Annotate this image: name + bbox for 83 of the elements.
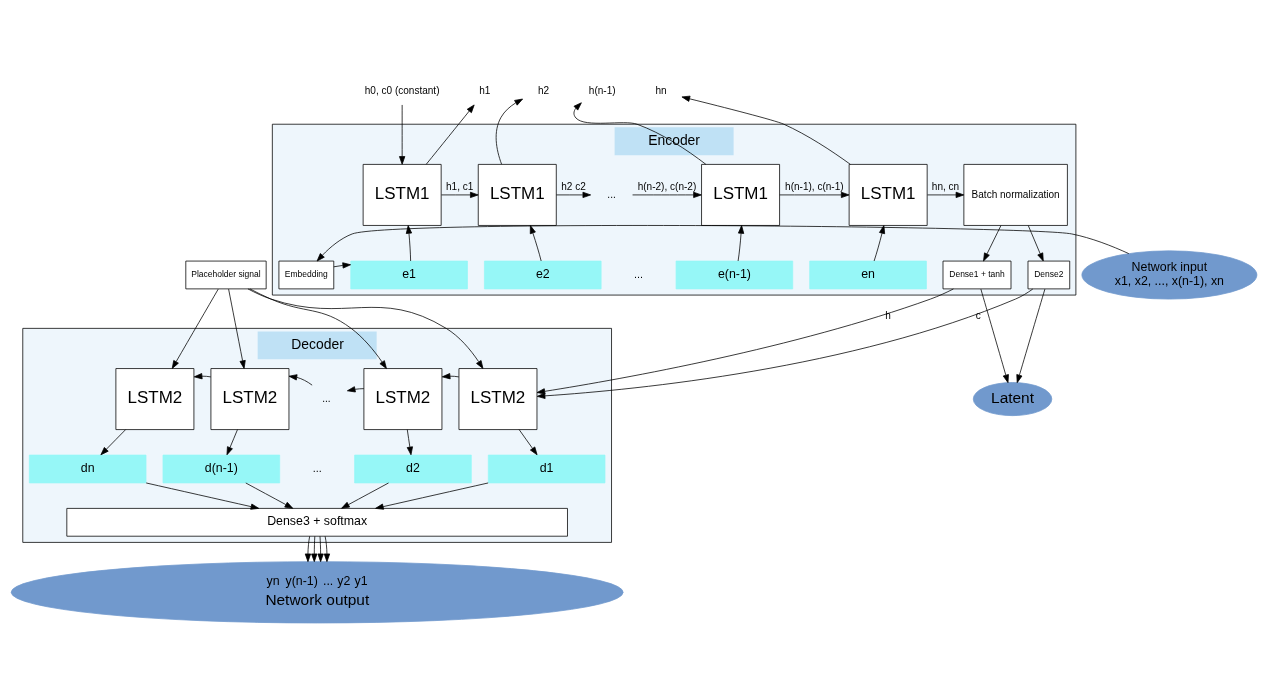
label: ... <box>312 461 322 474</box>
arrow <box>536 288 954 395</box>
edge-label: h <box>885 310 891 322</box>
arrow <box>145 482 260 510</box>
arrow <box>311 535 318 563</box>
edge-label: h1, c1 <box>446 180 474 192</box>
arrow <box>375 482 489 510</box>
node-text: h0, c0 (constant) <box>364 84 440 96</box>
edge-label: h(n-1), c(n-1) <box>785 180 844 192</box>
node-box: e(n-1) <box>675 260 794 290</box>
arrow <box>193 373 212 380</box>
arrow <box>1027 225 1044 262</box>
node-text: h2 <box>537 84 550 96</box>
arrow <box>425 104 475 165</box>
arrow <box>983 225 1002 262</box>
arrow <box>927 191 965 198</box>
arrow <box>536 288 1034 399</box>
arrow <box>518 429 538 456</box>
node-text: h1 <box>479 84 491 96</box>
arrow <box>245 482 294 509</box>
node-text: hn <box>655 84 667 96</box>
edge-label: h2 c2 <box>561 180 586 192</box>
node-text: ... <box>322 392 331 404</box>
node-ellipse: Latent <box>972 382 1053 416</box>
node-box: LSTM1 <box>362 164 442 226</box>
node-box: LSTM2 <box>458 368 538 430</box>
arrow <box>226 429 238 456</box>
node-box: d1 <box>487 454 606 484</box>
node-box: d2 <box>354 454 472 484</box>
edge-label: hn, cn <box>931 180 960 192</box>
arrow <box>249 288 387 369</box>
node-ellipse: Network input x1, x2, ..., x(n-1), xn <box>1081 250 1258 300</box>
arrow <box>737 225 745 262</box>
arrow <box>346 386 365 393</box>
arrow <box>304 535 311 563</box>
arrow <box>333 262 351 269</box>
arrow <box>228 288 246 369</box>
edge-label: c <box>975 310 981 322</box>
arrow <box>323 535 331 563</box>
arrow <box>779 191 850 198</box>
node-text: ... <box>607 188 616 200</box>
edge-label: h(n-2), c(n-2) <box>637 180 697 192</box>
arrow <box>1016 288 1046 384</box>
arrow <box>573 102 707 165</box>
arrow <box>873 225 886 262</box>
node-ellipse: yn y(n-1) ... y2 y1 Network output <box>10 561 624 624</box>
arrow <box>441 191 479 198</box>
node-text: h(n-1) <box>588 84 616 96</box>
node-box: LSTM2 <box>115 368 195 430</box>
arrow <box>341 482 389 509</box>
node-box: LSTM1 <box>848 164 928 226</box>
arrow <box>405 225 413 262</box>
arrow <box>495 98 523 165</box>
node-box: Embedding <box>278 260 335 290</box>
node-box: LSTM1 <box>701 164 780 226</box>
arrow <box>247 288 484 369</box>
arrow <box>441 373 460 380</box>
arrow <box>399 104 406 165</box>
node-box: Batch normalization <box>963 164 1068 226</box>
node-box: Dense3 + softmax <box>66 508 568 537</box>
node-box: LSTM2 <box>210 368 290 430</box>
node-box: Dense2 <box>1027 260 1071 290</box>
node-box: Placeholder signal <box>185 260 267 290</box>
arrow <box>529 225 542 262</box>
node-box: e2 <box>484 260 602 290</box>
arrow <box>556 191 592 198</box>
arrow <box>288 374 313 386</box>
node-box: d(n-1) <box>162 454 281 484</box>
arrow <box>100 429 126 456</box>
arrow <box>317 535 324 563</box>
node-box: LSTM2 <box>363 368 443 430</box>
arrow <box>681 95 851 165</box>
arrow <box>980 288 1009 384</box>
node-box: LSTM1 <box>477 164 557 226</box>
node-box: en <box>809 260 927 290</box>
arrow <box>406 429 413 456</box>
node-box: e1 <box>350 260 468 290</box>
arrow <box>316 225 1130 262</box>
label: ... <box>634 267 644 280</box>
arrow <box>632 191 702 198</box>
arrow <box>171 288 219 369</box>
node-box: dn <box>28 454 147 484</box>
node-box: Dense1 + tanh <box>942 260 1012 290</box>
